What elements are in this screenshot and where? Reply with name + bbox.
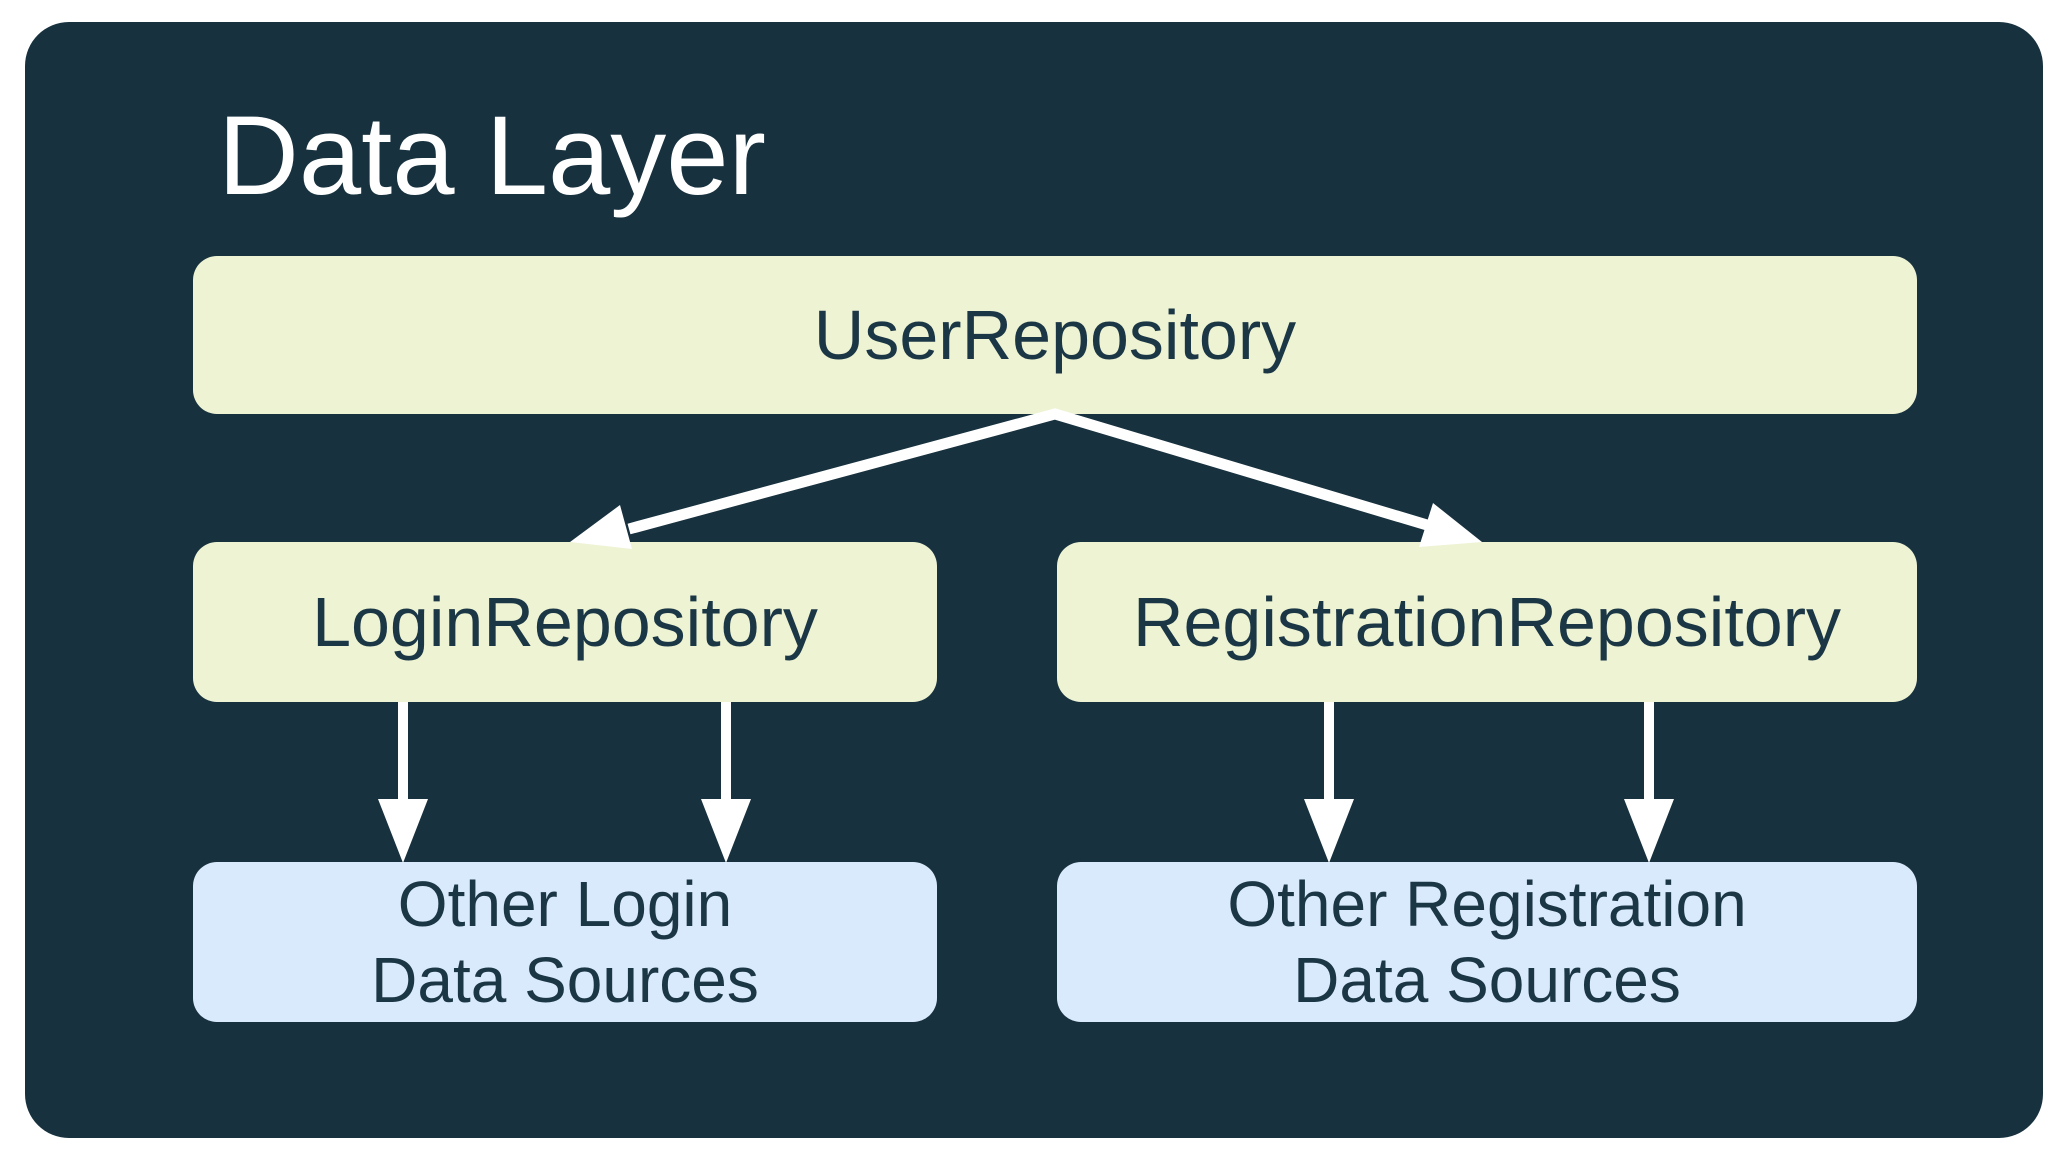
node-user-repository: UserRepository [193,256,1917,414]
node-registration-repository: RegistrationRepository [1057,542,1917,702]
node-registration-repository-label: RegistrationRepository [1132,583,1842,661]
node-login-repository-label: LoginRepository [312,583,818,661]
node-login-repository: LoginRepository [193,542,937,702]
node-other-registration-line-2: Data Sources [1293,944,1681,1016]
diagram-title: Data Layer [218,93,766,218]
node-other-login-line-1: Other Login [397,868,733,940]
node-user-repository-label: UserRepository [813,296,1297,374]
node-other-login-data-sources: Other Login Data Sources [193,862,937,1022]
node-other-registration-data-sources: Other Registration Data Sources [1057,862,1917,1022]
node-other-registration-line-1: Other Registration [1227,868,1747,940]
node-other-login-line-2: Data Sources [371,944,759,1016]
